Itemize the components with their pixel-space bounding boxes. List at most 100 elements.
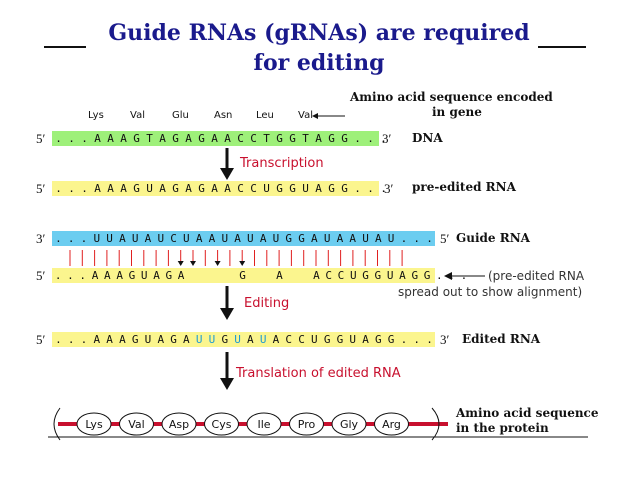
base: C xyxy=(237,132,244,145)
base: A xyxy=(177,269,185,282)
edited-label: Edited RNA xyxy=(462,332,541,346)
gene-amino-acid: Val xyxy=(298,110,313,121)
base xyxy=(286,268,298,283)
base: A xyxy=(120,132,127,145)
base: A xyxy=(349,232,357,245)
base: U xyxy=(234,333,241,346)
translation-label: Translation of edited RNA xyxy=(236,366,401,381)
base: G xyxy=(165,269,173,282)
base: A xyxy=(119,333,126,346)
base: G xyxy=(131,333,139,346)
amino-acid-label: Arg xyxy=(382,418,401,431)
base: C xyxy=(337,269,345,282)
base: A xyxy=(313,269,320,282)
base: A xyxy=(224,132,231,145)
base: G xyxy=(423,269,431,282)
base: A xyxy=(107,182,114,195)
base: U xyxy=(106,232,113,245)
base: A xyxy=(183,333,190,346)
gene-note-arrowhead xyxy=(312,113,318,119)
base: A xyxy=(94,182,101,195)
base: G xyxy=(289,182,296,195)
base: . xyxy=(80,333,88,346)
base: A xyxy=(93,333,101,346)
title-line-2: for editing xyxy=(253,50,385,76)
base: U xyxy=(311,333,318,346)
base: G xyxy=(411,269,419,282)
base xyxy=(298,268,310,283)
base: A xyxy=(211,182,218,195)
base xyxy=(200,268,212,283)
base: U xyxy=(208,333,216,346)
base xyxy=(212,268,224,283)
base: G xyxy=(172,182,179,195)
spread-note-line-1: (pre-edited RNA xyxy=(488,269,585,283)
amino-acid-label: Lys xyxy=(85,418,103,431)
protein-note-line-1: Amino acid sequence xyxy=(456,406,599,420)
base: C xyxy=(170,232,177,245)
guide-5prime: 5′ xyxy=(440,231,450,246)
pre-rna-5prime: 5′ xyxy=(36,181,46,196)
base: . xyxy=(448,269,455,282)
base: A xyxy=(185,182,192,195)
spread-5prime: 5′ xyxy=(36,268,46,283)
base: . xyxy=(81,182,88,195)
gene-amino-acid: Leu xyxy=(256,110,274,121)
base: . xyxy=(367,132,374,145)
base: C xyxy=(285,333,293,346)
base: C xyxy=(298,333,305,346)
base: U xyxy=(146,182,153,195)
base: G xyxy=(172,132,179,145)
base: G xyxy=(374,269,382,282)
gene-amino-acid: Lys xyxy=(88,110,104,121)
base: A xyxy=(224,182,231,195)
base: G xyxy=(375,333,382,346)
transcription-arrow xyxy=(220,148,234,180)
base: . xyxy=(67,232,75,245)
base: U xyxy=(263,182,270,195)
base: . xyxy=(413,333,421,346)
spread-band xyxy=(52,268,435,283)
base: . xyxy=(436,269,443,282)
base: A xyxy=(315,132,322,145)
base: G xyxy=(341,132,348,145)
spread-note-line-2: spread out to show alignment) xyxy=(398,285,583,299)
base: . xyxy=(55,132,62,145)
amino-acid-oval xyxy=(331,412,367,436)
base xyxy=(187,268,199,283)
amino-acid-oval xyxy=(204,412,239,436)
base: A xyxy=(185,132,192,145)
base: A xyxy=(159,132,166,145)
title-rule-right xyxy=(538,46,586,48)
base: . xyxy=(68,182,75,195)
guide-label: Guide RNA xyxy=(456,231,530,245)
base: A xyxy=(208,232,216,245)
amino-acid-oval xyxy=(161,412,197,436)
base: . xyxy=(426,232,433,245)
base: A xyxy=(94,132,101,145)
base: . xyxy=(354,132,361,145)
base: G xyxy=(221,333,229,346)
base: A xyxy=(259,232,267,245)
base: U xyxy=(183,232,190,245)
editing-label: Editing xyxy=(244,296,290,311)
base: U xyxy=(157,232,165,245)
base: A xyxy=(336,232,344,245)
aa-note-line-2: in gene xyxy=(432,105,482,119)
base: U xyxy=(349,333,357,346)
base: A xyxy=(91,269,99,282)
base: A xyxy=(211,132,218,145)
base: U xyxy=(140,269,148,282)
base: A xyxy=(120,182,127,195)
base: A xyxy=(272,333,280,346)
pre-rna-label: pre-edited RNA xyxy=(412,180,516,194)
base: U xyxy=(323,232,331,245)
base: G xyxy=(328,132,335,145)
base: G xyxy=(198,132,205,145)
base: G xyxy=(133,182,140,195)
base: . xyxy=(380,182,387,195)
base: . xyxy=(55,232,62,245)
